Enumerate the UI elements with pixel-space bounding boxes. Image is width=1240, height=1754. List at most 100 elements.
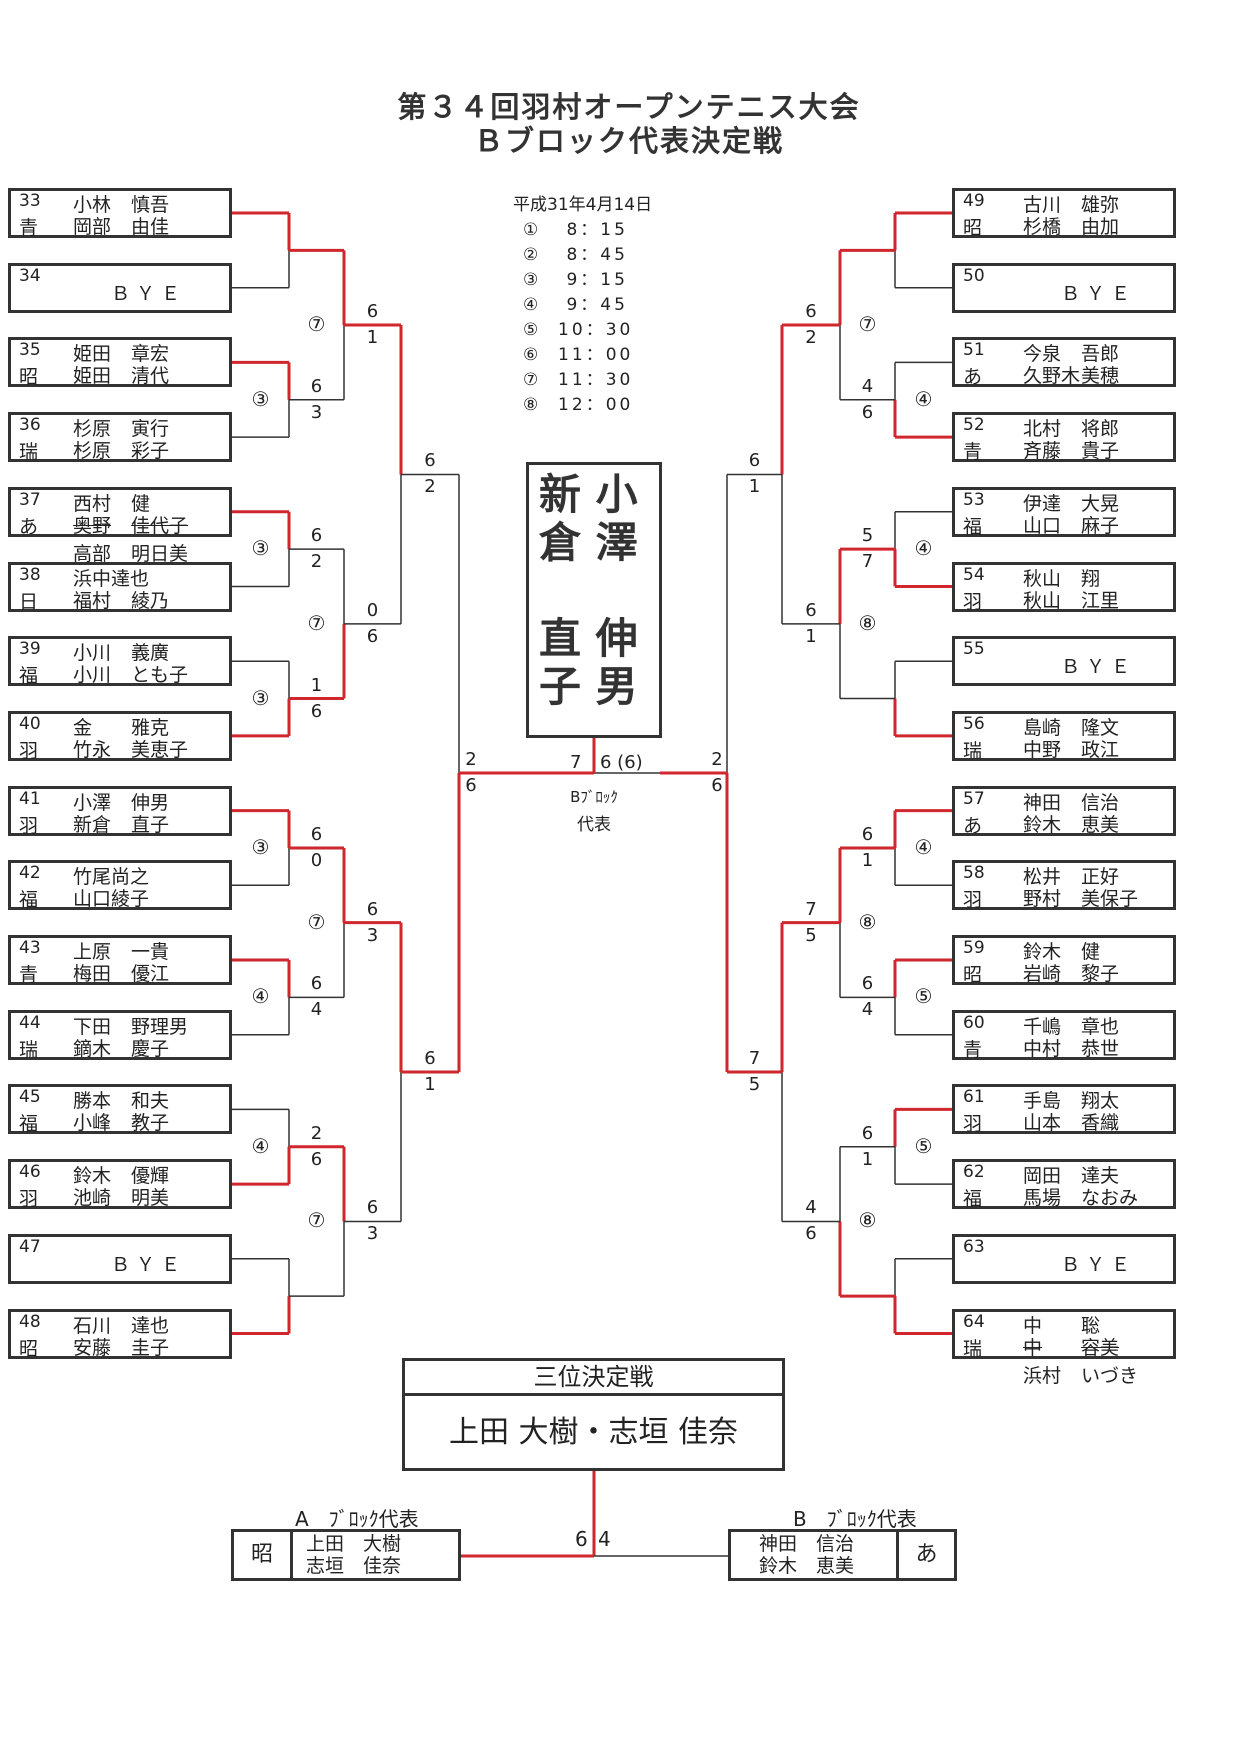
player2-given: 優江 <box>131 963 170 985</box>
player2-surname: 岩崎 <box>1023 963 1062 985</box>
entry-number: 47 <box>19 1236 41 1257</box>
final-score-left: 7 <box>570 752 582 773</box>
champion-name-char: 新 小 <box>539 470 638 519</box>
entry-number: 64 <box>963 1311 985 1332</box>
match-number-label: ⑤ <box>914 1133 933 1158</box>
player1-surname: 鈴木 <box>1023 941 1062 963</box>
entry-number: 57 <box>963 788 985 809</box>
player2-given: 貴子 <box>1081 440 1120 463</box>
a-block-rep-box: 昭 上田 大樹 志垣 佳奈 <box>231 1529 461 1581</box>
entry-number: 42 <box>19 863 41 884</box>
score-bottom: 4 <box>861 999 874 1021</box>
player2-given: 黎子 <box>1081 963 1120 985</box>
player2-surname: 馬場 <box>1023 1187 1062 1210</box>
final-caption-1: Bﾌﾞﾛｯｸ <box>570 788 618 806</box>
player1-given: 一貴 <box>131 941 170 963</box>
player1-surname: 石川 <box>73 1314 112 1337</box>
score-top: 6 <box>366 301 379 323</box>
match-number-label: ⑦ <box>858 312 877 337</box>
score-bottom: 0 <box>310 849 323 871</box>
bye-label: ＢＹＥ <box>1061 1253 1137 1276</box>
entry-number: 35 <box>19 340 41 361</box>
club-label: 羽 <box>963 590 983 613</box>
player2-surname: 奥野 <box>73 514 112 537</box>
b-block-label: B ﾌﾞﾛｯｸ代表 <box>793 1507 917 1531</box>
slot-number: ⑤ <box>523 320 542 340</box>
player1-surname: 小澤 <box>73 791 112 814</box>
schedule-slot: ⑦ 11：30 <box>523 365 633 390</box>
schedule-slot: ⑤ 10：30 <box>523 315 633 340</box>
club-label: 羽 <box>963 889 983 912</box>
slot-time: 10：30 <box>541 320 634 340</box>
player1-given: 和夫 <box>131 1090 170 1113</box>
final-score-right: 6 (6) <box>600 752 643 773</box>
player1-surname: 杉原 <box>73 418 112 441</box>
player1-given: 将郎 <box>1081 418 1120 441</box>
player2-given: 直子 <box>131 813 170 836</box>
champion-name-char: 直 伸 <box>539 614 638 663</box>
score-top: 6 <box>805 301 817 323</box>
entry-number: 58 <box>963 863 985 884</box>
entry-number: 41 <box>19 788 41 809</box>
player1-surname: 伊達 <box>1023 492 1062 515</box>
score-bottom: 4 <box>310 999 323 1021</box>
player1-surname: 古川 <box>1023 194 1062 216</box>
player1-given: 章宏 <box>131 343 170 366</box>
club-label: あ <box>963 814 983 837</box>
champion-box: 新 小倉 澤 直 伸子 男 <box>526 462 662 738</box>
player1-given: 寅行 <box>131 418 170 441</box>
replacement-surname: 浜村 <box>1023 1364 1062 1387</box>
player2-surname: 鈴木 <box>1023 813 1062 836</box>
b-block-name-2: 鈴木 恵美 <box>759 1555 855 1577</box>
player1-given: 雄弥 <box>1081 194 1120 216</box>
player2-surname: 杉原 <box>73 440 112 463</box>
player1-given: 慎吾 <box>131 194 170 216</box>
b-block-name-1: 神田 信治 <box>759 1533 855 1555</box>
entry-number: 50 <box>963 265 985 286</box>
replacement-given: いづき <box>1081 1364 1139 1387</box>
champion-name-char: 子 男 <box>539 662 638 711</box>
player1-surname: 金 <box>73 716 93 739</box>
player2-given: 恭世 <box>1081 1037 1120 1060</box>
schedule-date: 平成31年4月14日 <box>513 195 653 215</box>
player2-surname: 山口綾子 <box>73 888 150 911</box>
entry-number: 62 <box>963 1162 985 1183</box>
player1-given: 伸男 <box>131 791 170 814</box>
club-label: 福 <box>963 515 983 538</box>
player2-surname: 山口 <box>1023 514 1062 537</box>
third-place-box: 三位決定戦 上田 大樹・志垣 佳奈 <box>402 1358 785 1471</box>
score-bottom: 6 <box>805 1223 817 1245</box>
match-number-label: ⑤ <box>914 984 933 1009</box>
slot-time: 8：45 <box>541 245 628 265</box>
player2-surname: 新倉 <box>73 813 112 836</box>
club-label: 昭 <box>19 1337 39 1360</box>
player2-surname: 山本 <box>1023 1112 1062 1135</box>
score-bottom: 5 <box>805 924 817 946</box>
player2-surname: 久野木 <box>1023 365 1081 388</box>
entry-number: 37 <box>19 489 41 510</box>
third-place-header: 三位決定戦 <box>405 1361 782 1396</box>
third-place-winner: 上田 大樹・志垣 佳奈 <box>448 1415 739 1450</box>
schedule-slot: ⑥ 11：00 <box>523 340 633 365</box>
player2-given: 圭子 <box>131 1336 170 1359</box>
club-label: 青 <box>19 217 39 239</box>
score-top: 2 <box>310 1122 323 1144</box>
champion-name-char: 倉 澤 <box>539 518 638 567</box>
player1-given: 吾郎 <box>1081 343 1120 366</box>
score-top: 7 <box>748 1048 761 1070</box>
entry-number: 33 <box>19 191 41 211</box>
bye-label: ＢＹＥ <box>111 1253 187 1276</box>
schedule-slot: ③ 9：15 <box>523 265 628 290</box>
slot-number: ⑦ <box>523 370 542 390</box>
slot-time: 8：15 <box>541 220 628 240</box>
bye-label: ＢＹＥ <box>1061 282 1137 305</box>
entry-number: 38 <box>19 564 41 585</box>
entry-number: 34 <box>19 265 41 286</box>
match-number-label: ③ <box>251 536 270 561</box>
